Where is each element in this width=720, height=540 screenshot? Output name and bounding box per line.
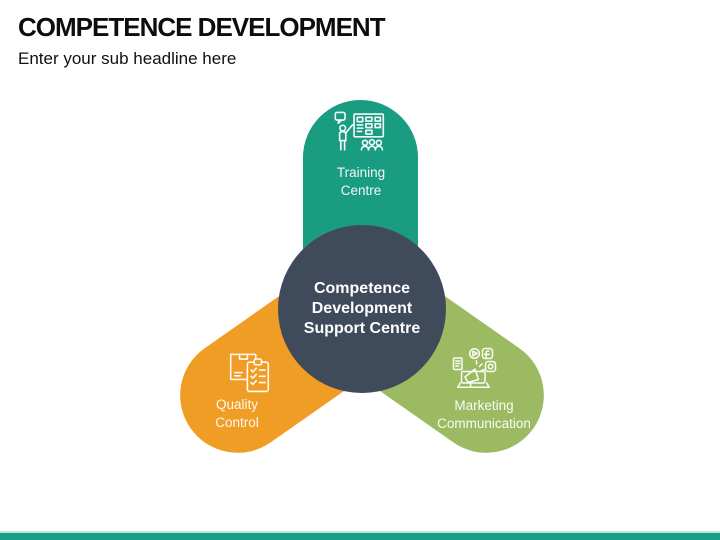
megaphone-social-media-icon xyxy=(452,347,497,389)
training-centre-label: Training Centre xyxy=(300,164,422,200)
marketing-communication-label: Marketing Communication xyxy=(404,397,564,433)
presenter-board-audience-icon xyxy=(334,111,385,151)
label-line: Control xyxy=(215,415,259,430)
slide-subtitle: Enter your sub headline here xyxy=(18,49,237,68)
slide-header: COMPETENCE DEVELOPMENT Enter your sub he… xyxy=(18,12,386,69)
footer-accent-bar xyxy=(0,531,720,540)
slide-title: COMPETENCE DEVELOPMENT xyxy=(18,12,386,42)
hub-label-line: Support Centre xyxy=(303,320,421,337)
hub-label-line: Development xyxy=(311,300,413,317)
quality-control-label: Quality Control xyxy=(177,396,297,432)
label-line: Training xyxy=(336,165,386,180)
label-line: Communication xyxy=(437,416,531,431)
hub-label: Competence Development Support Centre xyxy=(304,279,420,339)
package-checklist-icon xyxy=(229,353,270,393)
hub-circle: Competence Development Support Centre xyxy=(278,225,446,393)
label-line: Marketing xyxy=(454,398,514,413)
label-line: Quality xyxy=(215,397,259,412)
hub-label-line: Competence xyxy=(313,280,410,297)
label-line: Centre xyxy=(340,183,382,198)
